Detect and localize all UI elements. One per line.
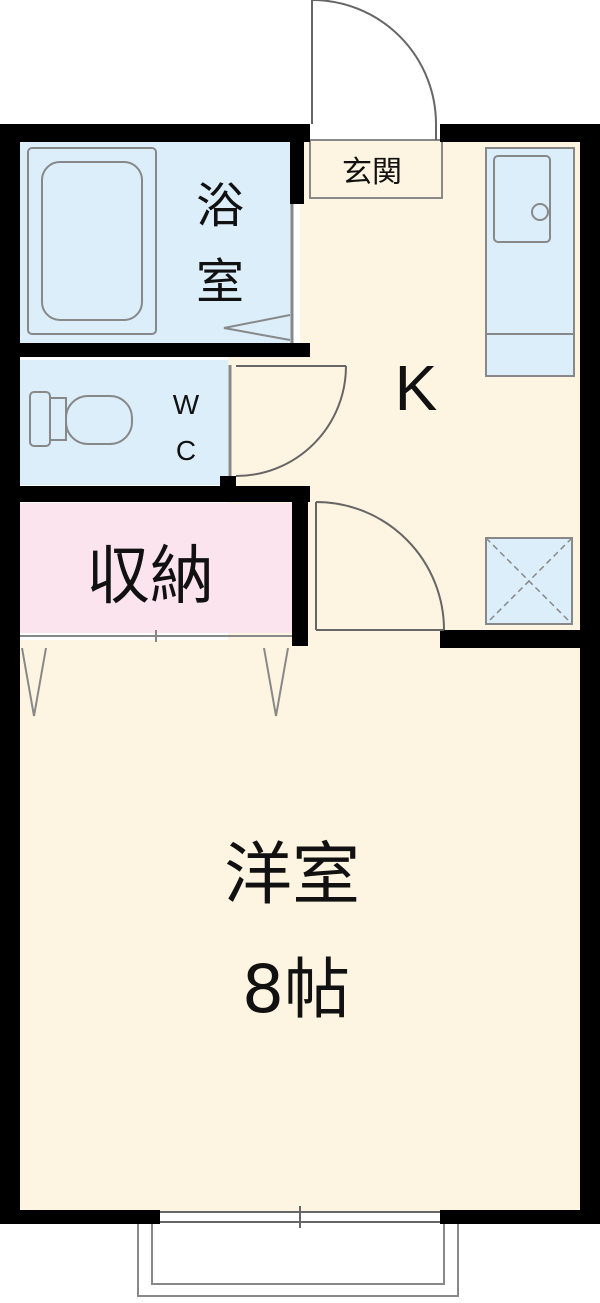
outer-wall-bottom-right [440, 1210, 600, 1224]
storage-right-wall [292, 486, 308, 646]
room-door [315, 501, 445, 631]
storage-door-left [21, 647, 47, 717]
wc-label-w: W [173, 389, 200, 420]
outer-wall-top-left [0, 124, 310, 142]
western-room-label: 洋室 [224, 836, 360, 915]
bath-right-wall [290, 124, 304, 204]
kitchen-label: K [395, 352, 438, 424]
kitchen-bottom-wall [440, 630, 600, 648]
toilet [29, 391, 133, 447]
washer-space-cross [485, 537, 573, 625]
kitchen-counter [485, 147, 575, 377]
western-room-floor [20, 640, 580, 1212]
balcony [137, 1224, 459, 1297]
wc-bottom-wall [20, 486, 310, 502]
outer-wall-right [580, 124, 600, 1222]
outer-wall-bottom-left [0, 1210, 160, 1224]
sink-drain [531, 203, 549, 221]
storage-label: 収納 [86, 540, 214, 614]
bath-label-2: 室 [196, 254, 244, 310]
western-room-size: 8帖 [242, 951, 350, 1028]
entrance-label: 玄関 [342, 155, 402, 190]
balcony-window [160, 1206, 440, 1228]
outer-wall-top-right [440, 124, 600, 142]
storage-floor [20, 503, 292, 633]
wc-right-wall-stub [220, 476, 236, 488]
bath-bottom-wall [20, 343, 310, 357]
outer-wall-left [0, 124, 20, 1222]
bathtub [27, 147, 157, 335]
bath-door [223, 314, 291, 341]
storage-door-right [263, 647, 289, 717]
wc-door [235, 365, 347, 477]
entrance-floor [309, 139, 443, 199]
wc-label-c: C [176, 435, 196, 466]
entrance-door [311, 0, 437, 140]
bath-label-1: 浴 [196, 178, 244, 234]
